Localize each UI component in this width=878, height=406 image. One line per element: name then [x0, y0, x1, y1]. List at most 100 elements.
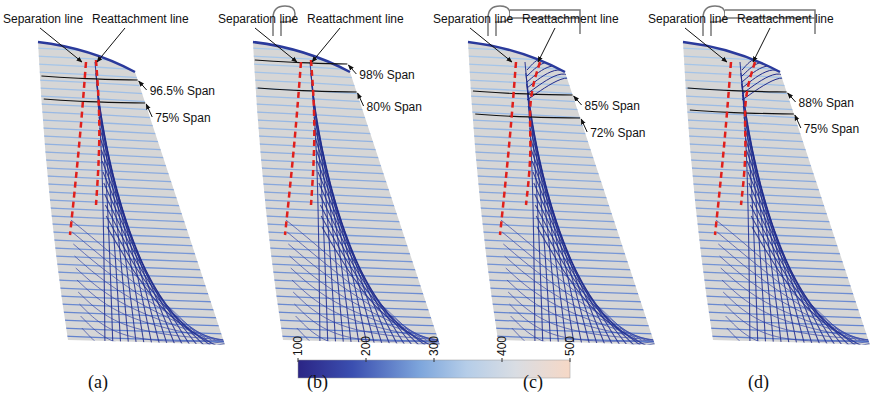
span-line	[44, 99, 145, 103]
panel-caption: (d)	[748, 372, 769, 392]
leader-arrow	[40, 28, 82, 62]
streamline	[34, 56, 139, 62]
separated-streamline	[723, 292, 872, 340]
separated-streamline	[319, 183, 408, 350]
separated-streamline	[107, 227, 225, 350]
separated-streamline	[81, 316, 236, 348]
separated-streamline	[718, 244, 856, 340]
separated-streamline	[750, 205, 854, 350]
separated-streamline	[508, 292, 657, 340]
annotation-label: 88% Span	[799, 96, 854, 110]
separated-streamline	[535, 205, 639, 350]
annotation-label: Reattachment line	[92, 12, 189, 26]
annotation-label: 75% Span	[155, 111, 210, 125]
leader-arrow	[470, 28, 512, 62]
separated-streamline	[322, 227, 440, 350]
annotation-label: 96.5% Span	[150, 84, 215, 98]
streamline	[468, 96, 582, 102]
annotation-label: 80% Span	[367, 100, 422, 114]
annotation-label: 72% Span	[590, 126, 645, 140]
separated-streamline	[526, 73, 543, 350]
leader-arrow	[146, 104, 152, 117]
span-line	[688, 88, 787, 92]
leader-arrow	[312, 28, 340, 62]
streamline	[489, 304, 651, 310]
annotation-label: Reattachment line	[307, 12, 404, 26]
colorbar-tick	[298, 358, 299, 362]
annotation-label: Separation line	[648, 12, 728, 26]
streamline	[679, 56, 784, 62]
blade-surface	[38, 42, 225, 345]
colorbar-tick	[434, 358, 435, 362]
separated-streamline	[101, 139, 161, 350]
leader-arrow	[685, 28, 727, 62]
reattachment-line	[96, 60, 99, 205]
colorbar-value: 300	[427, 336, 441, 356]
blade-panel	[249, 6, 455, 357]
separation-line	[285, 62, 301, 235]
annotation-label: 85% Span	[585, 99, 640, 113]
separation-line	[500, 62, 516, 235]
streamline	[704, 304, 866, 310]
streamline	[63, 344, 234, 350]
separated-streamline	[502, 232, 637, 340]
separated-streamline	[288, 244, 426, 340]
separated-streamline	[505, 256, 646, 340]
colorbar-tick	[366, 358, 367, 362]
streamline	[468, 88, 581, 94]
separated-streamline	[749, 183, 838, 350]
separated-streamline	[293, 292, 442, 340]
separated-streamline	[73, 244, 211, 340]
leader-arrow	[753, 28, 770, 62]
separated-streamline	[531, 139, 591, 350]
streamline	[254, 104, 370, 110]
tip-vortex-streamline	[527, 66, 580, 82]
tip-vortex-streamline	[527, 74, 580, 94]
streamline	[37, 80, 148, 86]
separated-streamline	[105, 205, 209, 350]
separated-streamline	[104, 183, 193, 350]
blade-panel	[34, 42, 240, 357]
separated-streamline	[506, 268, 650, 340]
annotation-label: 98% Span	[359, 68, 414, 82]
leader-arrow	[574, 96, 582, 105]
annotation-label: Separation line	[218, 12, 298, 26]
span-line	[258, 88, 357, 92]
leader-arrow	[348, 65, 356, 74]
streamline	[682, 80, 793, 86]
separated-streamline	[316, 139, 376, 350]
span-line	[475, 114, 580, 118]
leader-arrow	[788, 93, 796, 102]
separated-streamline	[537, 227, 655, 350]
annotation-label: Separation line	[3, 12, 83, 26]
streamline	[708, 344, 878, 350]
span-line	[41, 76, 137, 80]
streamline	[59, 304, 221, 310]
leader-arrow	[581, 119, 587, 132]
separated-streamline	[717, 232, 852, 340]
blade-panel	[679, 6, 878, 357]
blade-panel	[464, 6, 670, 357]
leader-arrow	[538, 28, 555, 62]
panel-caption: (c)	[523, 372, 543, 392]
colorbar-value: 500	[563, 336, 577, 356]
streamline	[252, 80, 363, 86]
colorbar-value: 100	[291, 336, 305, 356]
colorbar-value: 400	[495, 336, 509, 356]
streamline	[274, 304, 436, 310]
annotation-label: Reattachment line	[737, 12, 834, 26]
separated-streamline	[721, 268, 865, 340]
separated-streamline	[512, 328, 669, 357]
blade-surface	[468, 42, 655, 345]
streamline	[38, 96, 152, 102]
tip-vortex-streamline	[527, 70, 580, 88]
panel-caption: (a)	[88, 372, 108, 392]
streamline	[683, 96, 797, 102]
leader-arrow	[255, 28, 297, 62]
blade-surface	[253, 42, 440, 345]
separation-line	[70, 62, 86, 235]
separated-streamline	[82, 328, 239, 357]
tip-vortex-streamline	[742, 70, 795, 88]
streamline	[253, 88, 366, 94]
